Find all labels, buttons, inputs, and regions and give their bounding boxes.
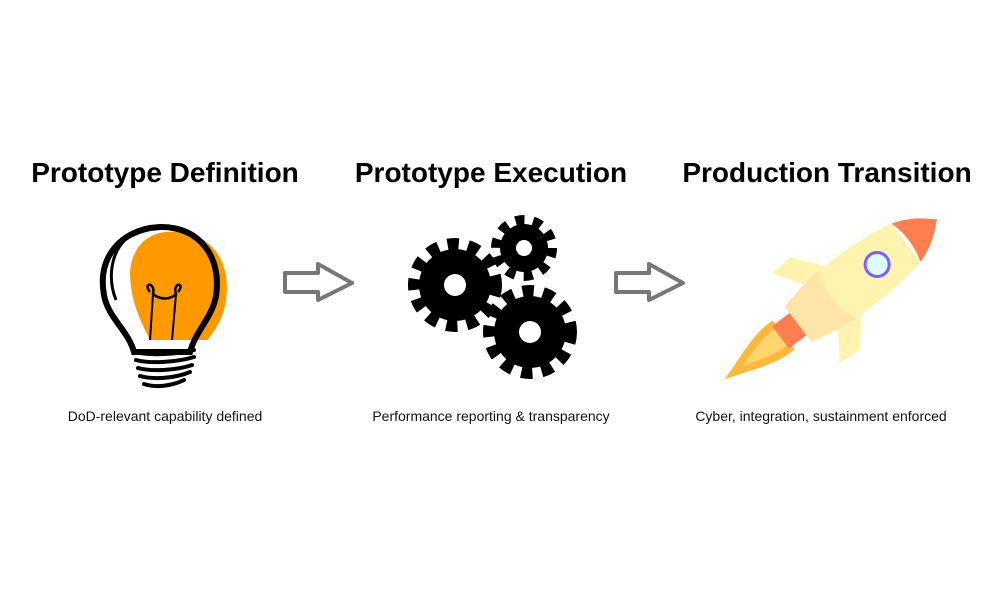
stage-caption-transition: Cyber, integration, sustainment enforced [695,408,947,424]
stage-title-transition: Production Transition [682,157,972,188]
lightbulb-icon [99,223,227,389]
stage-caption-execution: Performance reporting & transparency [372,408,610,424]
stage-title-definition: Prototype Definition [31,157,299,188]
stage-caption-definition: DoD-relevant capability defined [67,408,263,424]
arrow-right-icon [614,262,685,302]
gears-icon [408,215,577,379]
rocket-icon [724,218,938,380]
stage-title-execution: Prototype Execution [354,157,628,188]
arrow-right-icon [283,262,354,302]
